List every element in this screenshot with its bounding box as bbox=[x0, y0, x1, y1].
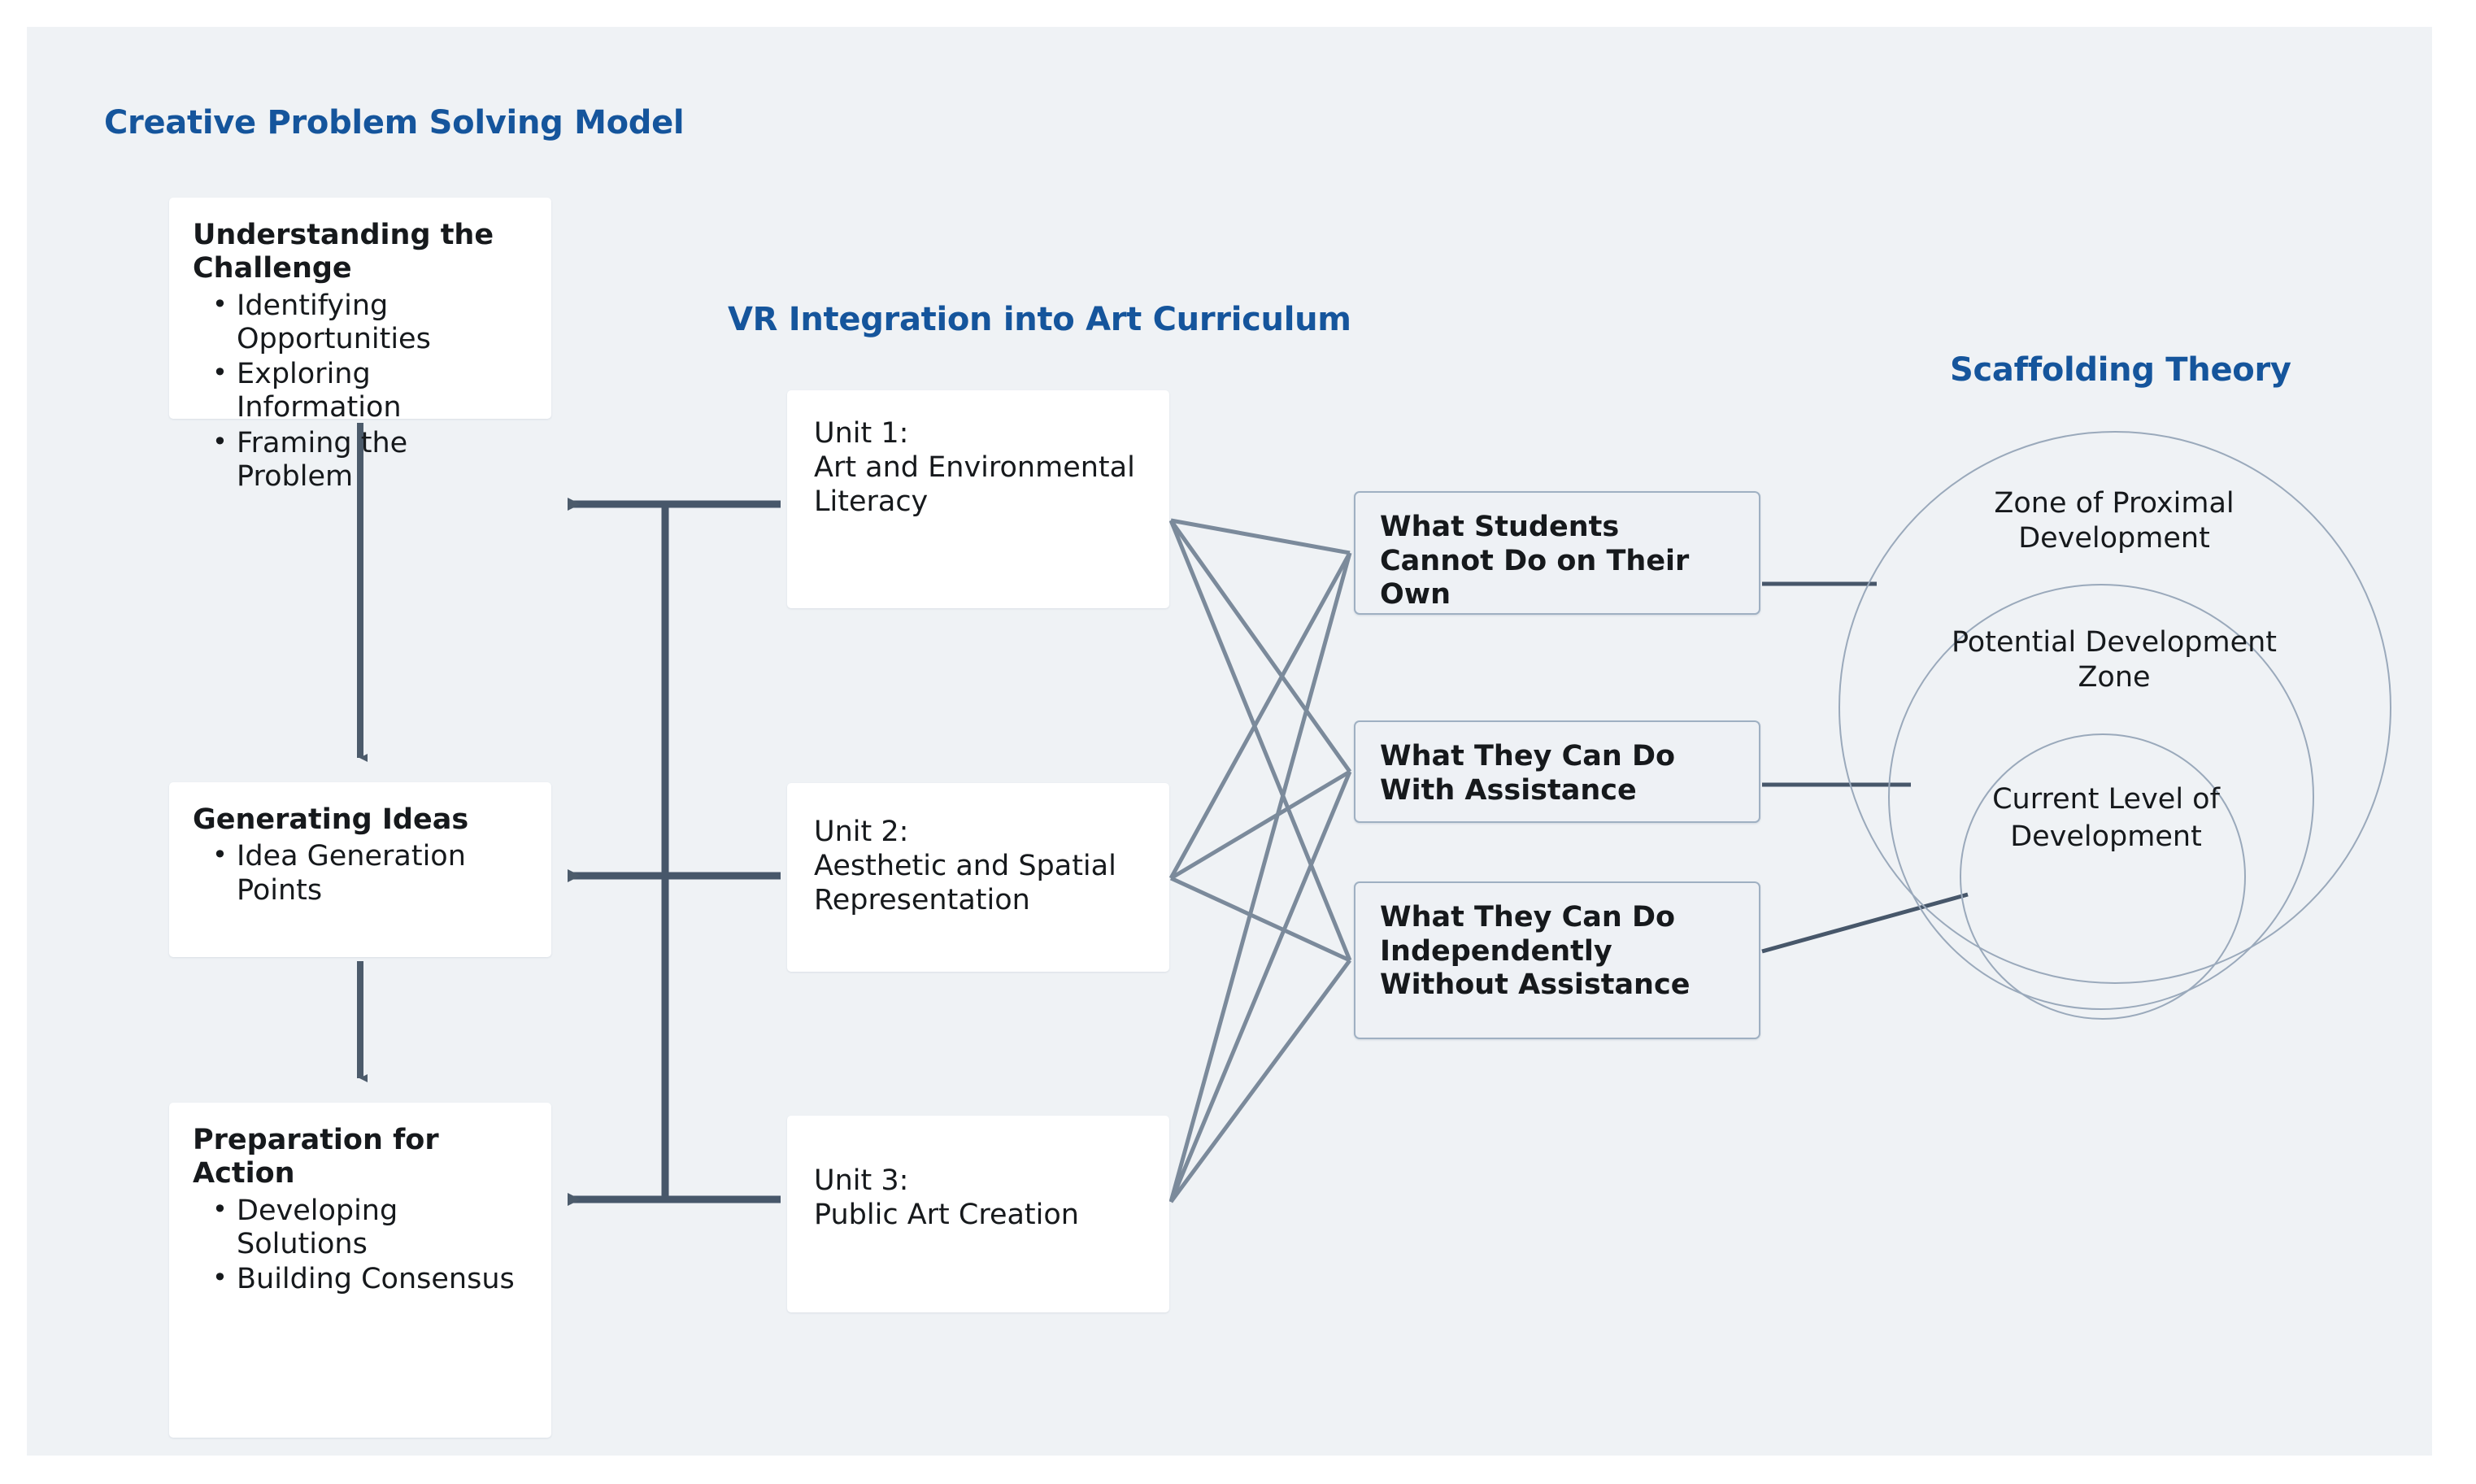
zone-box-label: What They Can Do Independently Without A… bbox=[1380, 901, 1691, 1002]
vr-unit-label: Unit 1: Art and Environmental Literacy bbox=[814, 417, 1135, 518]
cps-stage-card-3[interactable]: Preparation for Action Developing Soluti… bbox=[169, 1103, 551, 1438]
zone-box-independently[interactable]: What They Can Do Independently Without A… bbox=[1354, 881, 1760, 1039]
page-title-cps: Creative Problem Solving Model bbox=[104, 104, 685, 141]
list-item: Identifying Opportunities bbox=[212, 289, 532, 357]
vr-unit-label: Unit 2: Aesthetic and Spatial Representa… bbox=[814, 816, 1116, 916]
circle-label-inner: Current Level of Development bbox=[1992, 783, 2220, 854]
list-item: Idea Generation Points bbox=[212, 840, 532, 907]
page-title-scaffolding: Scaffolding Theory bbox=[1950, 351, 2291, 389]
list-item: Framing the Problem bbox=[212, 427, 532, 494]
vr-unit-card-1[interactable]: Unit 1: Art and Environmental Literacy bbox=[787, 390, 1169, 608]
zone-box-cannot-do-alone[interactable]: What Students Cannot Do on Their Own bbox=[1354, 491, 1760, 615]
circle-current-level-of-development bbox=[1960, 733, 2246, 1020]
cps-stage-bullet-list: Identifying Opportunities Exploring Info… bbox=[193, 289, 532, 494]
zone-box-label: What They Can Do With Assistance bbox=[1380, 740, 1676, 807]
circle-label-outer: Zone of Proximal Development bbox=[1994, 487, 2234, 555]
list-item: Developing Solutions bbox=[212, 1195, 532, 1262]
cps-stage-bullet-list: Developing Solutions Building Consensus bbox=[193, 1195, 532, 1297]
cps-stage-card-1[interactable]: Understanding the Challenge Identifying … bbox=[169, 198, 551, 493]
list-item: Exploring Information bbox=[212, 358, 532, 425]
cps-stage-card-2[interactable]: Generating Ideas Idea Generation Points bbox=[169, 782, 551, 957]
vr-unit-card-2[interactable]: Unit 2: Aesthetic and Spatial Representa… bbox=[787, 783, 1169, 972]
circle-label-middle: Potential Development Zone bbox=[1951, 626, 2278, 694]
page-title-vr: VR Integration into Art Curriculum bbox=[728, 301, 1351, 338]
list-item: Building Consensus bbox=[212, 1263, 532, 1296]
cps-stage-title: Generating Ideas bbox=[193, 803, 469, 836]
zone-box-label: What Students Cannot Do on Their Own bbox=[1380, 511, 1690, 611]
cps-stage-title: Understanding the Challenge bbox=[193, 219, 494, 285]
cps-stage-title: Preparation for Action bbox=[193, 1124, 439, 1190]
zone-box-with-assistance[interactable]: What They Can Do With Assistance bbox=[1354, 720, 1760, 823]
vr-unit-card-3[interactable]: Unit 3: Public Art Creation bbox=[787, 1116, 1169, 1312]
vr-unit-label: Unit 3: Public Art Creation bbox=[814, 1164, 1079, 1231]
cps-stage-bullet-list: Idea Generation Points bbox=[193, 840, 532, 907]
